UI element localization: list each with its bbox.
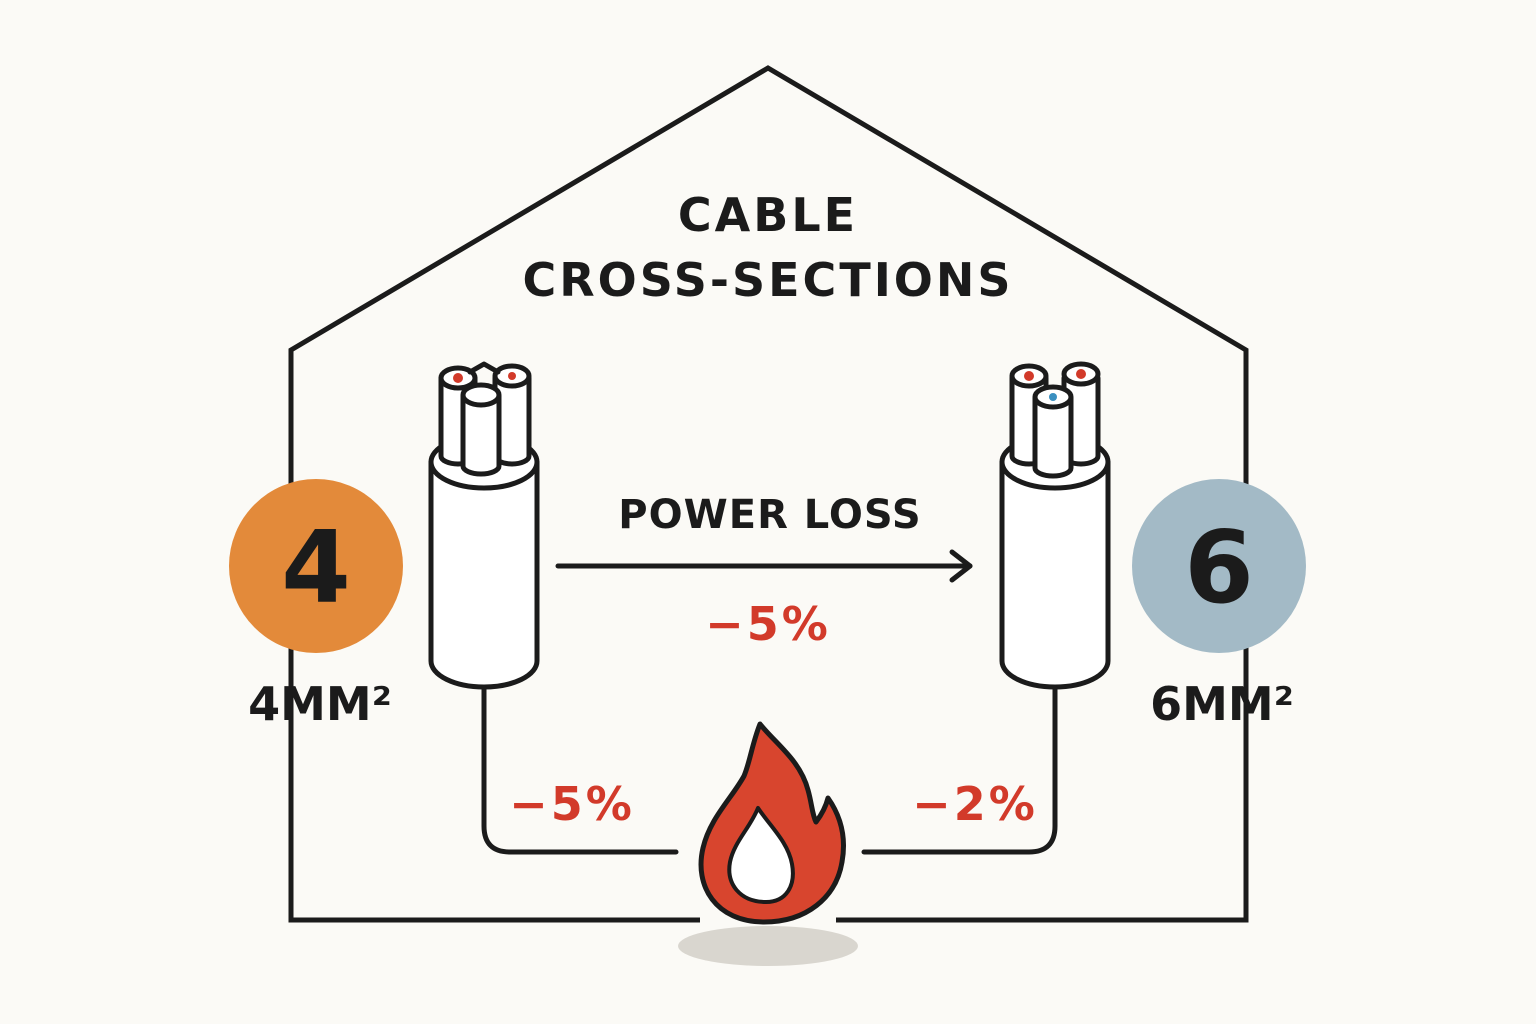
right-badge-number: 6 bbox=[1184, 509, 1254, 626]
power-loss-arrow bbox=[555, 549, 973, 583]
left-badge-number: 4 bbox=[281, 509, 351, 626]
right-cable-icon bbox=[861, 361, 1111, 855]
left-loss-value: −5% bbox=[509, 777, 635, 831]
right-size-label: 6MM² bbox=[1150, 677, 1294, 731]
title-line-2: CROSS-SECTIONS bbox=[522, 253, 1013, 307]
house-outline-icon bbox=[288, 65, 1249, 923]
left-size-label: 4MM² bbox=[248, 677, 392, 731]
left-size-badge bbox=[229, 479, 403, 653]
left-cable-icon bbox=[428, 361, 679, 855]
fire-icon bbox=[678, 721, 858, 966]
power-loss-label: POWER LOSS bbox=[618, 492, 921, 538]
power-loss-value: −5% bbox=[705, 597, 831, 651]
title-line-1: CABLE bbox=[678, 188, 858, 242]
right-size-badge bbox=[1132, 479, 1306, 653]
right-loss-value: −2% bbox=[912, 777, 1038, 831]
